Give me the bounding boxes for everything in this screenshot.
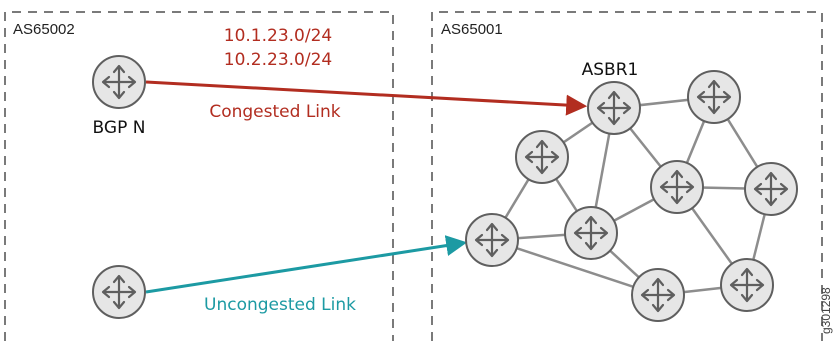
router-icon-bgp-n xyxy=(91,54,147,110)
asbr1-label: ASBR1 xyxy=(582,60,639,80)
as65002-boundary xyxy=(4,11,394,341)
router-icon-mesh-middle xyxy=(563,205,619,261)
router-icon-left-bottom xyxy=(91,264,147,320)
router-icon-mesh-bottom-right xyxy=(719,257,775,313)
congested-link-label: Congested Link xyxy=(209,102,340,122)
router-icon-mesh-entry xyxy=(464,212,520,268)
as65001-boundary xyxy=(431,11,823,341)
as65002-label: AS65002 xyxy=(13,21,75,38)
as65001-label: AS65001 xyxy=(441,21,503,38)
router-icon-mesh-right xyxy=(743,161,799,217)
router-icon-mesh-left xyxy=(514,129,570,185)
figure-id: g301298 xyxy=(819,287,833,334)
router-icon-mesh-center xyxy=(649,159,705,215)
congested-link xyxy=(145,80,588,116)
prefix-1: 10.1.23.0/24 xyxy=(224,26,332,46)
prefix-2: 10.2.23.0/24 xyxy=(224,50,332,70)
router-icon-mesh-bottom xyxy=(630,267,686,323)
bgp-n-label: BGP N xyxy=(93,118,146,138)
uncongested-link-label: Uncongested Link xyxy=(204,295,356,315)
uncongested-link xyxy=(145,235,468,294)
router-icon-mesh-top-right xyxy=(686,69,742,125)
router-icon-asbr1 xyxy=(586,80,642,136)
